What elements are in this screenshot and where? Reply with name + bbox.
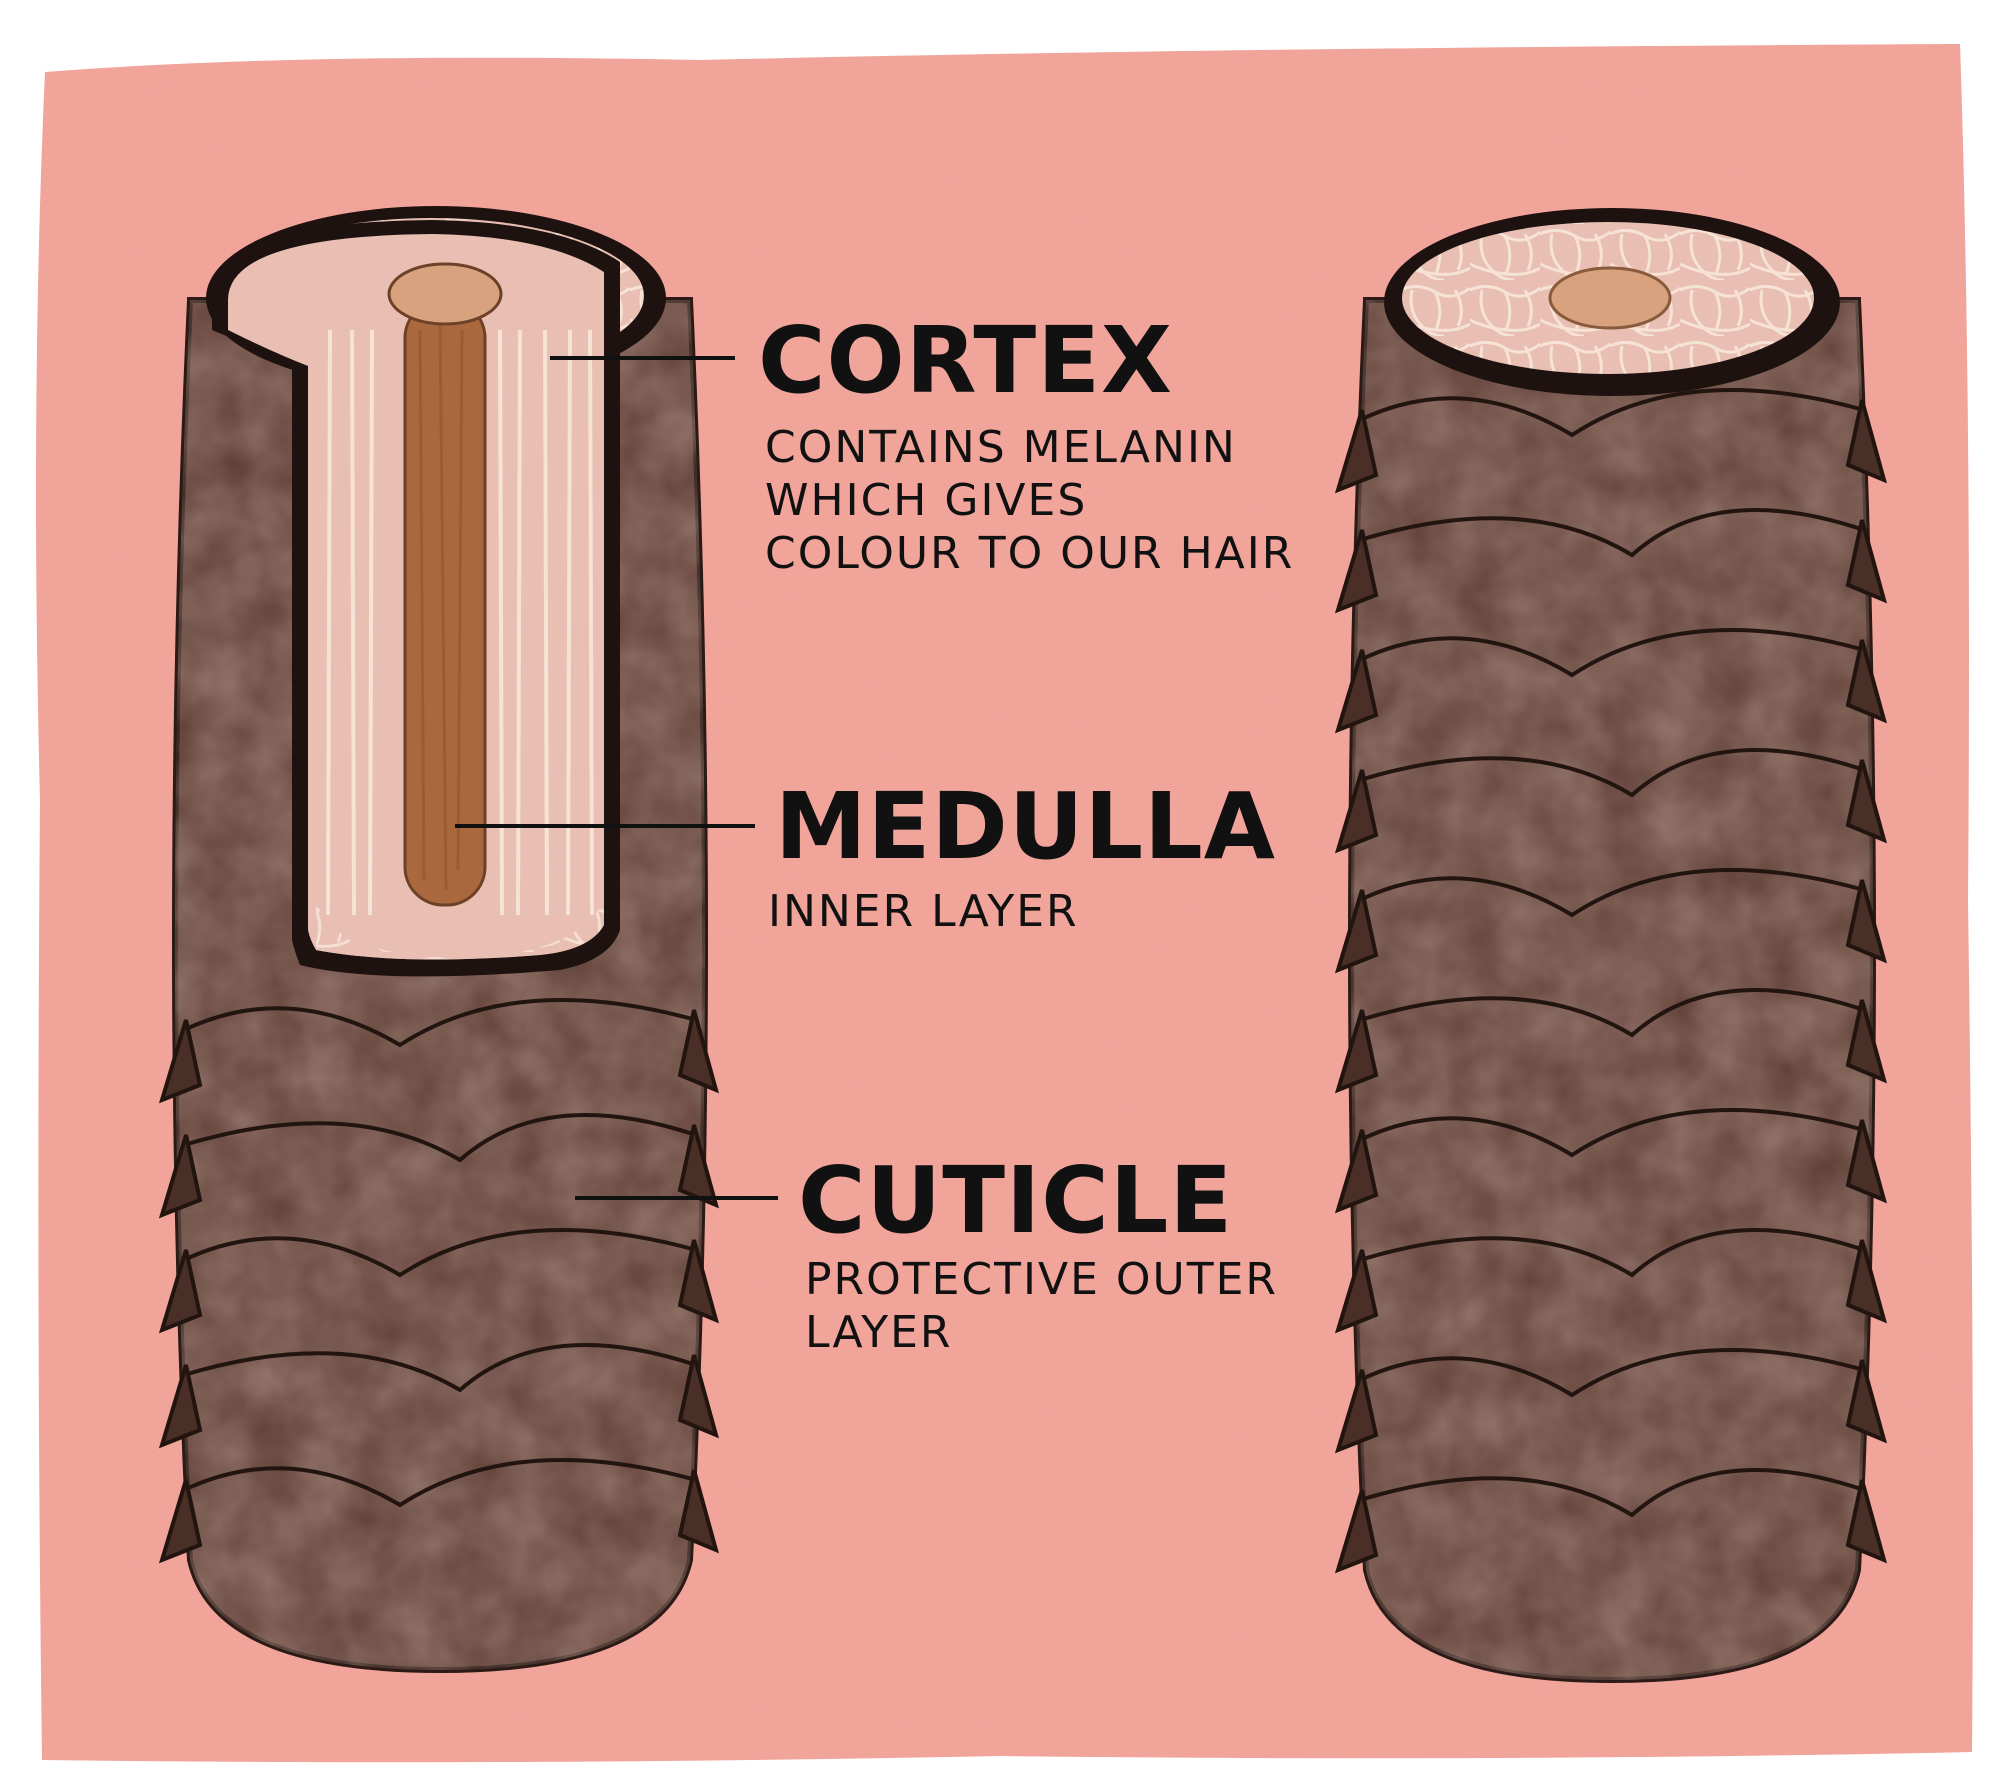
cortex-description-line-3: COLOUR TO OUR HAIR	[765, 528, 1294, 579]
cuticle-right-scale-tip	[1334, 649, 1379, 734]
cuticle-right-scale-tip	[1845, 759, 1888, 844]
cuticle-title: CUTICLE	[798, 1147, 1233, 1254]
cuticle-right-scale-tip	[1845, 519, 1888, 604]
cortex-fibre	[588, 329, 594, 916]
cuticle-right-scale-tip	[1334, 889, 1379, 974]
cortex-fibre	[543, 329, 549, 916]
cortex-fibre	[516, 329, 522, 916]
cuticle-right-scale-tip	[1845, 1119, 1888, 1204]
cuticle-left-scale	[183, 1113, 697, 1163]
cuticle-right-scale-tip	[1845, 879, 1888, 964]
cortex-fibres	[326, 329, 594, 916]
cortex-fibre	[350, 329, 356, 916]
cuticle-right-scale-tip	[1334, 1489, 1379, 1574]
cuticle-left-scale-tip	[677, 1239, 720, 1324]
cuticle-right-scale	[1359, 748, 1865, 798]
cuticle-right-scale	[1359, 1468, 1865, 1518]
cuticle-right-scale-tip	[1334, 1369, 1379, 1454]
cuticle-scales-left	[158, 998, 720, 1564]
hair-strand-cutaway	[158, 206, 720, 1674]
hair-strand-intact	[1334, 208, 1888, 1684]
cuticle-right-scale-tip	[1845, 399, 1888, 484]
cortex-fibre	[498, 329, 504, 916]
cuticle-right-scale-tip	[1334, 769, 1379, 854]
cortex-fibre	[326, 329, 332, 916]
cuticle-right-scale	[1359, 1348, 1865, 1398]
cuticle-right-scale-tip	[1845, 999, 1888, 1084]
cuticle-description-line-1: PROTECTIVE OUTER	[805, 1254, 1278, 1305]
cuticle-right-scale-tip	[1334, 529, 1379, 614]
cuticle-right-scale	[1359, 868, 1865, 918]
cuticle-label: CUTICLE PROTECTIVE OUTER LAYER	[798, 1147, 1278, 1358]
cuticle-left-scale-tip	[158, 1134, 203, 1219]
cuticle-right-scale	[1359, 628, 1865, 678]
cuticle-right-scale-tip	[1845, 1239, 1888, 1324]
cuticle-right-scale-tip	[1334, 1249, 1379, 1334]
cuticle-left-scale	[183, 998, 697, 1048]
cortex-fibre	[566, 329, 572, 916]
medulla-cross-section	[1548, 266, 1672, 330]
cuticle-left-scale-tip	[677, 1469, 720, 1554]
cuticle-left-scale-tip	[158, 1479, 203, 1564]
leader-lines	[455, 356, 778, 1200]
cuticle-left-scale	[183, 1343, 697, 1393]
cuticle-left-scale-tip	[158, 1364, 203, 1449]
cuticle-scales-right	[1334, 388, 1888, 1574]
cuticle-right-scale-tip	[1845, 639, 1888, 724]
cuticle-right-scale-tip	[1334, 1009, 1379, 1094]
cuticle-left-scale-tip	[158, 1019, 203, 1104]
cortex-title: CORTEX	[758, 307, 1173, 414]
cuticle-layer-right	[1334, 297, 1888, 1684]
cuticle-left-scale-tip	[677, 1354, 720, 1439]
cuticle-right-scale-tip	[1334, 409, 1379, 494]
cuticle-description-line-2: LAYER	[805, 1307, 952, 1358]
medulla-core	[387, 262, 503, 907]
cuticle-left-scale	[183, 1458, 697, 1508]
cuticle-right-scale-tip	[1845, 1479, 1888, 1564]
medulla-title: MEDULLA	[775, 773, 1276, 880]
cuticle-right-scale	[1359, 388, 1865, 438]
cuticle-right-scale-tip	[1845, 1359, 1888, 1444]
cortex-description-line-2: WHICH GIVES	[765, 475, 1087, 526]
cortex-label: CORTEX CONTAINS MELANIN WHICH GIVES COLO…	[758, 307, 1294, 579]
medulla-description-line-1: INNER LAYER	[768, 886, 1079, 937]
cuticle-right-scale	[1359, 1228, 1865, 1278]
cuticle-right-scale	[1359, 1108, 1865, 1158]
cuticle-right-scale	[1359, 988, 1865, 1038]
cuticle-left-scale-tip	[158, 1249, 203, 1334]
cuticle-right-scale	[1359, 508, 1865, 558]
cuticle-left-scale-tip	[677, 1009, 720, 1094]
cuticle-left-scale	[183, 1228, 697, 1278]
cortex-fibre	[368, 329, 374, 916]
cuticle-right-scale-tip	[1334, 1129, 1379, 1214]
cortex-description-line-1: CONTAINS MELANIN	[765, 422, 1237, 473]
medulla-label: MEDULLA INNER LAYER	[768, 773, 1276, 937]
